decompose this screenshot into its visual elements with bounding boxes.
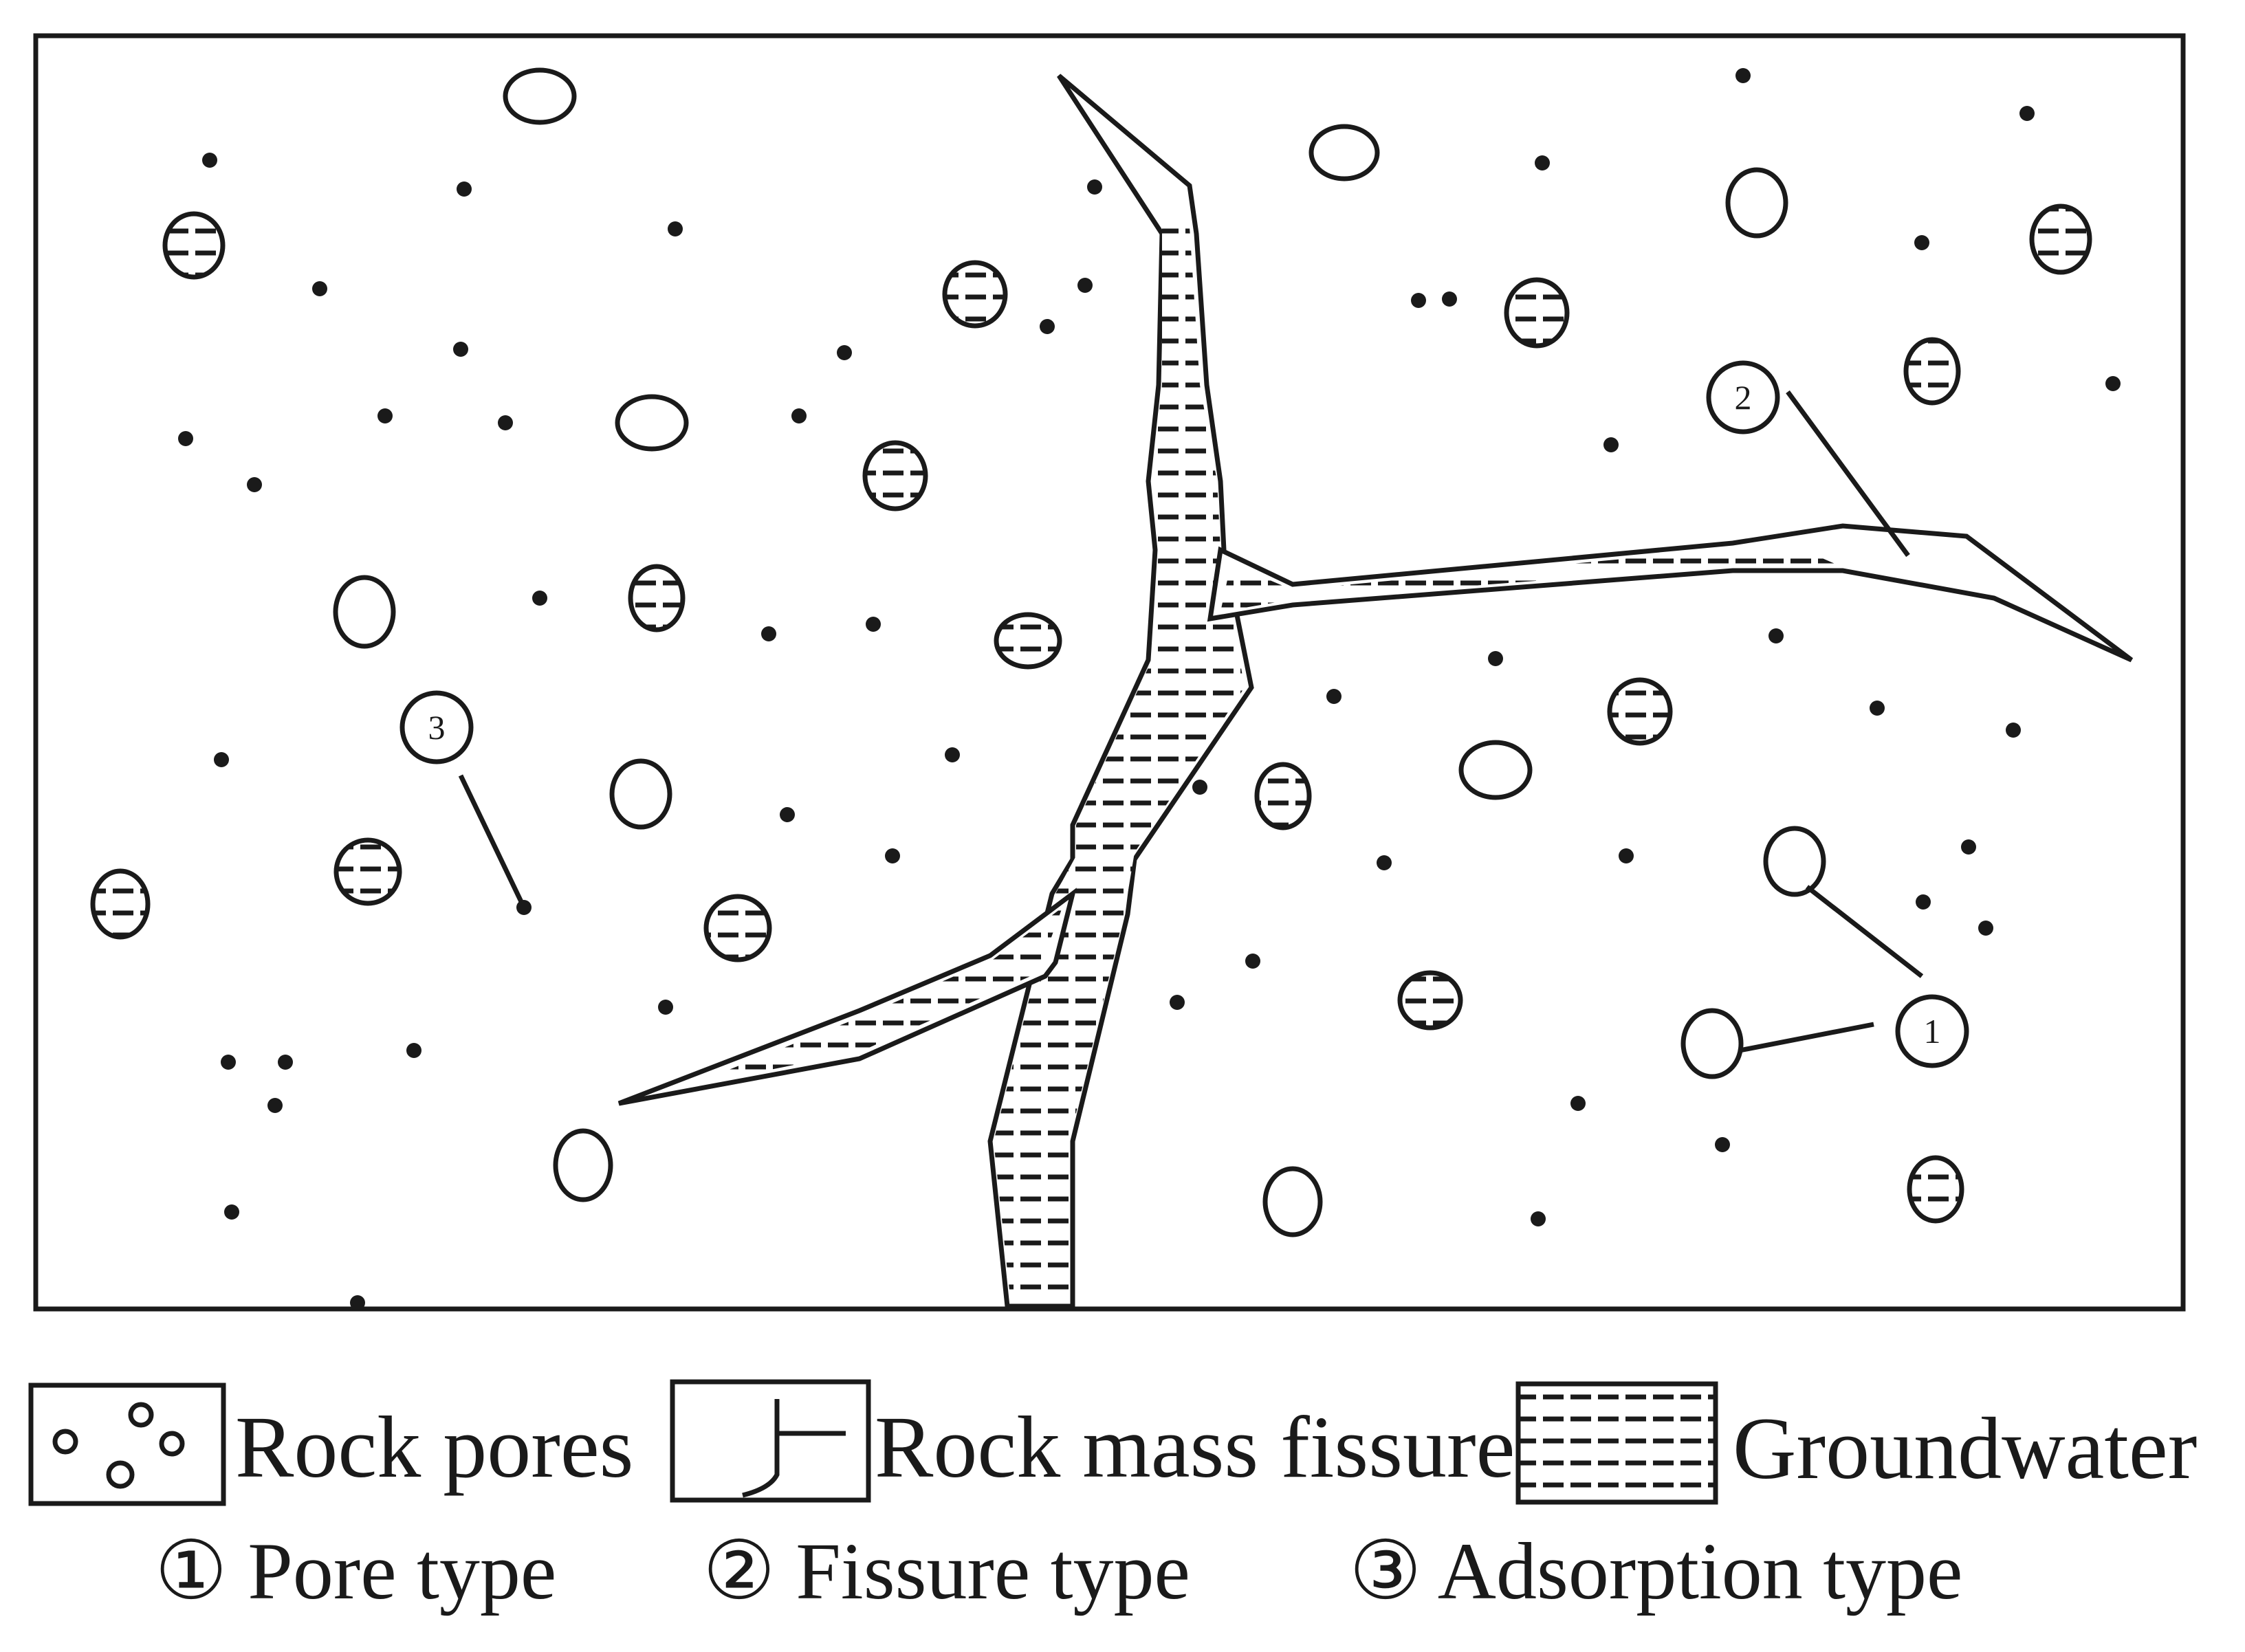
adsorption-target-dot xyxy=(516,900,532,915)
marker-three-label: 3 xyxy=(428,708,446,747)
pore xyxy=(1308,124,1380,181)
caption-fissure-type: ② Fissure type xyxy=(703,1526,1190,1616)
pore xyxy=(1680,1008,1744,1079)
water-filled-pores xyxy=(90,203,2092,1224)
legend-groundwater-label: Groundwater xyxy=(1733,1400,2197,1497)
water-pore xyxy=(628,564,686,632)
rock-pores xyxy=(333,67,1826,1237)
pore xyxy=(553,1128,613,1202)
legend-groundwater-swatch xyxy=(1515,1381,1718,1505)
marker-one-label: 1 xyxy=(1924,1012,1941,1050)
water-pore xyxy=(703,894,772,962)
pore xyxy=(609,758,672,830)
water-pore xyxy=(1903,337,1961,406)
water-pore xyxy=(1607,677,1673,746)
marker-two-label: 2 xyxy=(1735,378,1752,417)
pore xyxy=(1763,826,1826,897)
caption-pore-type: ① Pore type xyxy=(155,1526,556,1616)
caption: ① Pore type ② Fissure type ③ Adsorption … xyxy=(155,1526,1962,1616)
water-pore xyxy=(1254,762,1312,830)
pore xyxy=(333,575,396,649)
right-fissure-branch xyxy=(1207,523,2134,663)
water-pore xyxy=(1907,1155,1964,1224)
water-pore xyxy=(994,612,1062,670)
legend-fissure-label: Rock mass fissure xyxy=(875,1398,1515,1496)
pore xyxy=(503,67,577,125)
adsorbed-dots xyxy=(178,68,2121,1310)
main-fissure xyxy=(987,74,1254,1309)
water-pore xyxy=(862,440,928,511)
water-pore xyxy=(1397,970,1463,1031)
pore xyxy=(1725,167,1788,239)
left-fissure-branch xyxy=(617,888,1077,1106)
legend-fissure-swatch xyxy=(670,1379,871,1503)
water-pore xyxy=(942,260,1008,329)
water-pore xyxy=(1504,277,1570,349)
marker-two: 2 xyxy=(1706,360,1780,434)
caption-adsorption-type: ③ Adsorption type xyxy=(1349,1526,1962,1616)
pore xyxy=(1458,740,1533,800)
diagram-frame xyxy=(33,33,2186,1312)
water-pore xyxy=(333,837,402,906)
legend: Rock pores Rock mass fissure Groundwater xyxy=(28,1379,2197,1506)
leader-lines xyxy=(458,390,1924,1053)
legend-rock-pores-swatch xyxy=(28,1383,226,1506)
water-pore xyxy=(162,211,226,280)
marker-three: 3 xyxy=(399,690,474,764)
legend-rock-pores-label: Rock pores xyxy=(235,1398,633,1496)
pore xyxy=(615,394,689,452)
water-pore xyxy=(90,868,151,940)
water-pore xyxy=(2029,203,2092,275)
marker-one: 1 xyxy=(1895,994,1969,1068)
pore xyxy=(1262,1166,1323,1237)
